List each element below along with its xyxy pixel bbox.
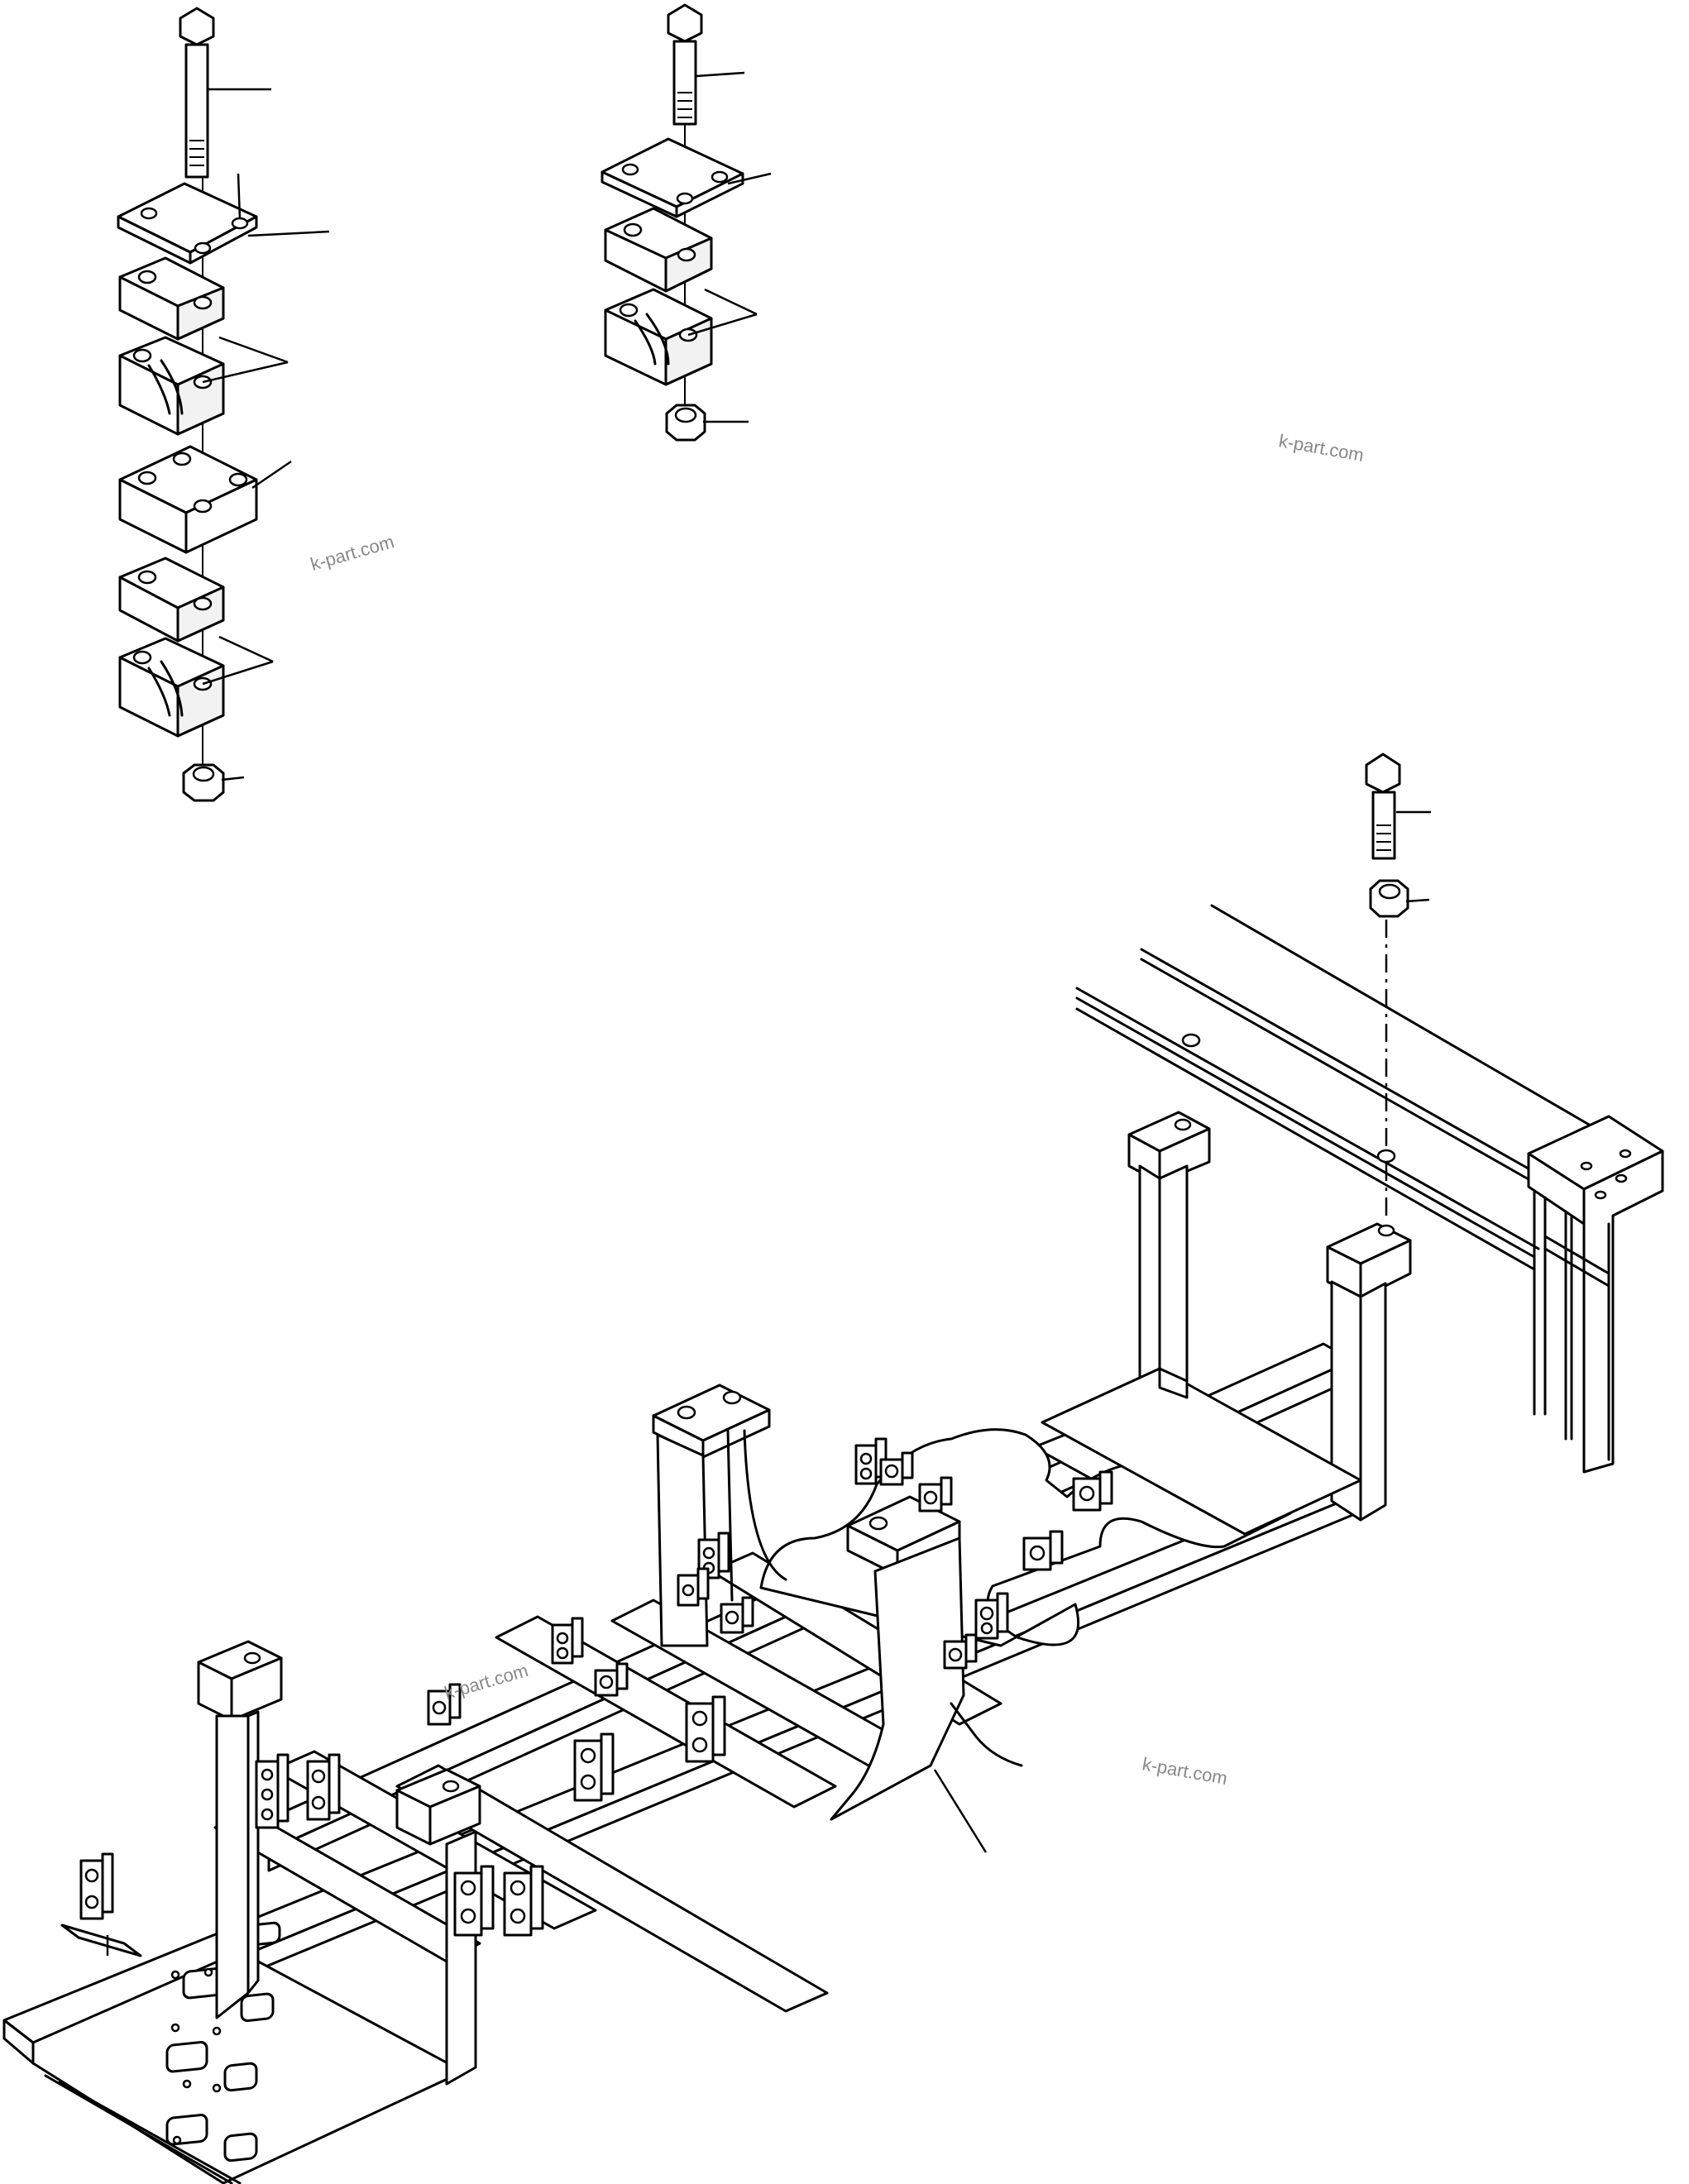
spacer-block-1 bbox=[118, 445, 258, 554]
clamp-half-3a bbox=[604, 207, 713, 293]
frame-rails bbox=[1075, 904, 1664, 1474]
post-left bbox=[197, 1640, 283, 2019]
cover-plate-1 bbox=[117, 182, 258, 265]
clamp-half-3b bbox=[604, 288, 713, 386]
bolt-2 bbox=[667, 3, 703, 126]
watermark-1: k-part.com bbox=[308, 531, 396, 575]
nut-2 bbox=[665, 404, 706, 442]
clamp-half-1b bbox=[118, 336, 225, 436]
watermark-2: k-part.com bbox=[1277, 430, 1366, 466]
post-right-back bbox=[1127, 1111, 1211, 1399]
cover-plate-2 bbox=[600, 137, 744, 218]
post-center-plate bbox=[830, 1495, 965, 1821]
clamp-half-2b bbox=[118, 637, 225, 738]
hose-clamps bbox=[79, 1437, 1113, 1937]
clamp-assembly-single bbox=[600, 3, 772, 442]
main-bracket-frame bbox=[2, 1111, 1412, 2184]
frame-bolt-assembly bbox=[1365, 753, 1431, 1222]
nut-1 bbox=[182, 763, 225, 802]
clamp-half-1a bbox=[118, 256, 225, 341]
watermark-4: k-part.com bbox=[1141, 1753, 1229, 1789]
bolt-3 bbox=[1365, 753, 1401, 860]
bolt-1 bbox=[179, 7, 215, 179]
nut-3 bbox=[1369, 879, 1409, 918]
post-right-front bbox=[1326, 1222, 1412, 1522]
watermark-3: k-part.com bbox=[442, 1660, 530, 1704]
clamp-assembly-double bbox=[117, 7, 330, 802]
clamp-half-2a bbox=[118, 557, 225, 643]
